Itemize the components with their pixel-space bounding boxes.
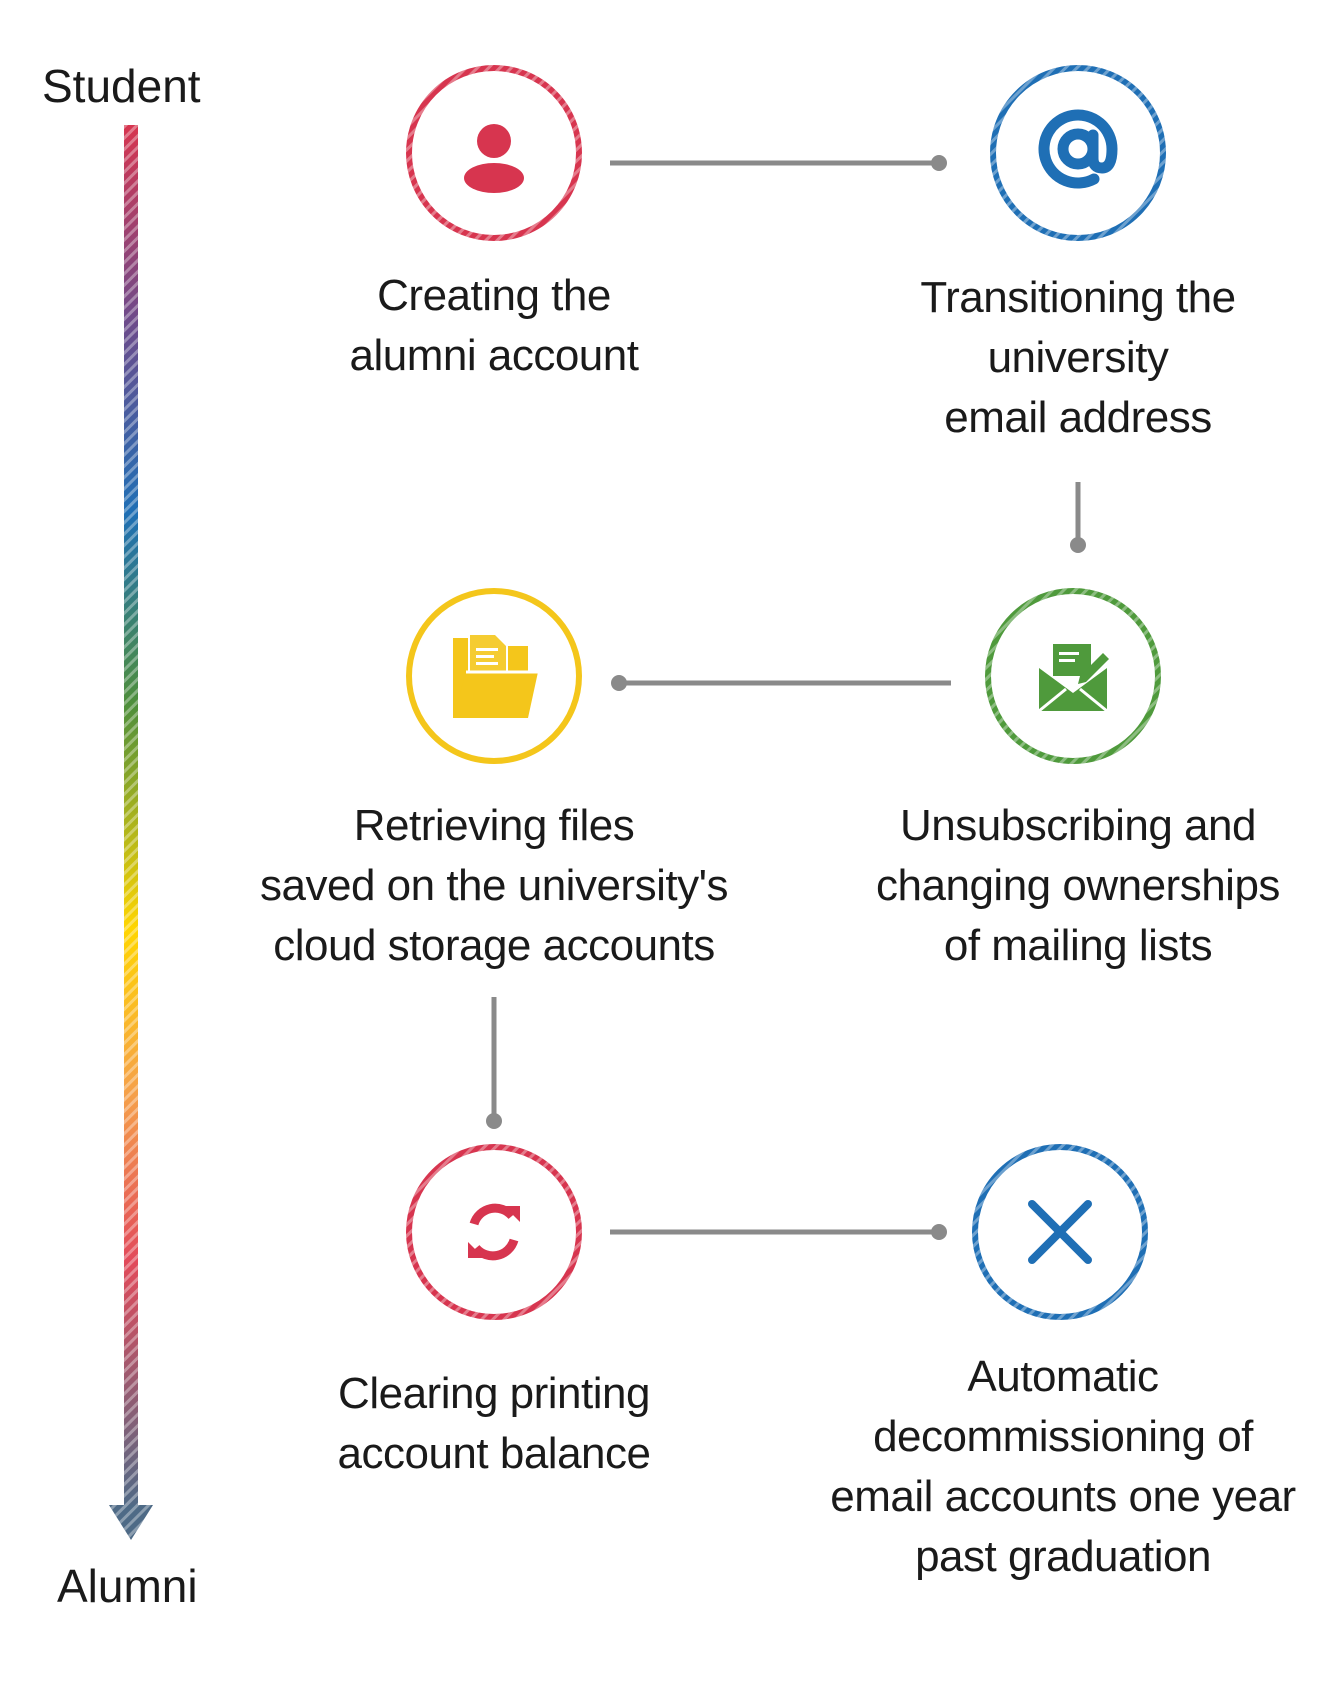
step-label-mailing: Unsubscribing and changing ownerships of…	[876, 801, 1280, 970]
connector-dot	[931, 155, 947, 171]
connectors	[486, 155, 1086, 1240]
step-files	[406, 588, 582, 764]
step-email	[990, 65, 1166, 241]
step-decommission	[972, 1144, 1148, 1320]
axis-bar-stripes	[124, 125, 138, 1510]
envelope-edit-icon	[1038, 644, 1109, 713]
connector-dot	[611, 675, 627, 691]
close-icon	[1028, 1200, 1092, 1264]
folder-icon	[453, 633, 538, 718]
refresh-icon	[468, 1203, 520, 1261]
step-printing	[406, 1144, 582, 1320]
axis-start-label: Student	[42, 60, 201, 112]
axis-end-label: Alumni	[57, 1560, 198, 1612]
connector-dot	[1070, 537, 1086, 553]
step-label-files: Retrieving files saved on the university…	[260, 801, 728, 970]
step-create	[406, 65, 582, 241]
step-label-create: Creating the alumni account	[349, 271, 639, 380]
student-alumni-axis	[109, 125, 153, 1540]
connector-dot	[931, 1224, 947, 1240]
step-label-email: Transitioning the university email addre…	[920, 273, 1236, 442]
step-label-decommission: Automatic decommissioning of email accou…	[830, 1352, 1296, 1581]
step-mailing	[985, 588, 1161, 764]
user-icon	[464, 124, 524, 193]
step-label-printing: Clearing printing account balance	[337, 1369, 651, 1478]
at-sign-icon	[1038, 109, 1118, 189]
connector-dot	[486, 1113, 502, 1129]
